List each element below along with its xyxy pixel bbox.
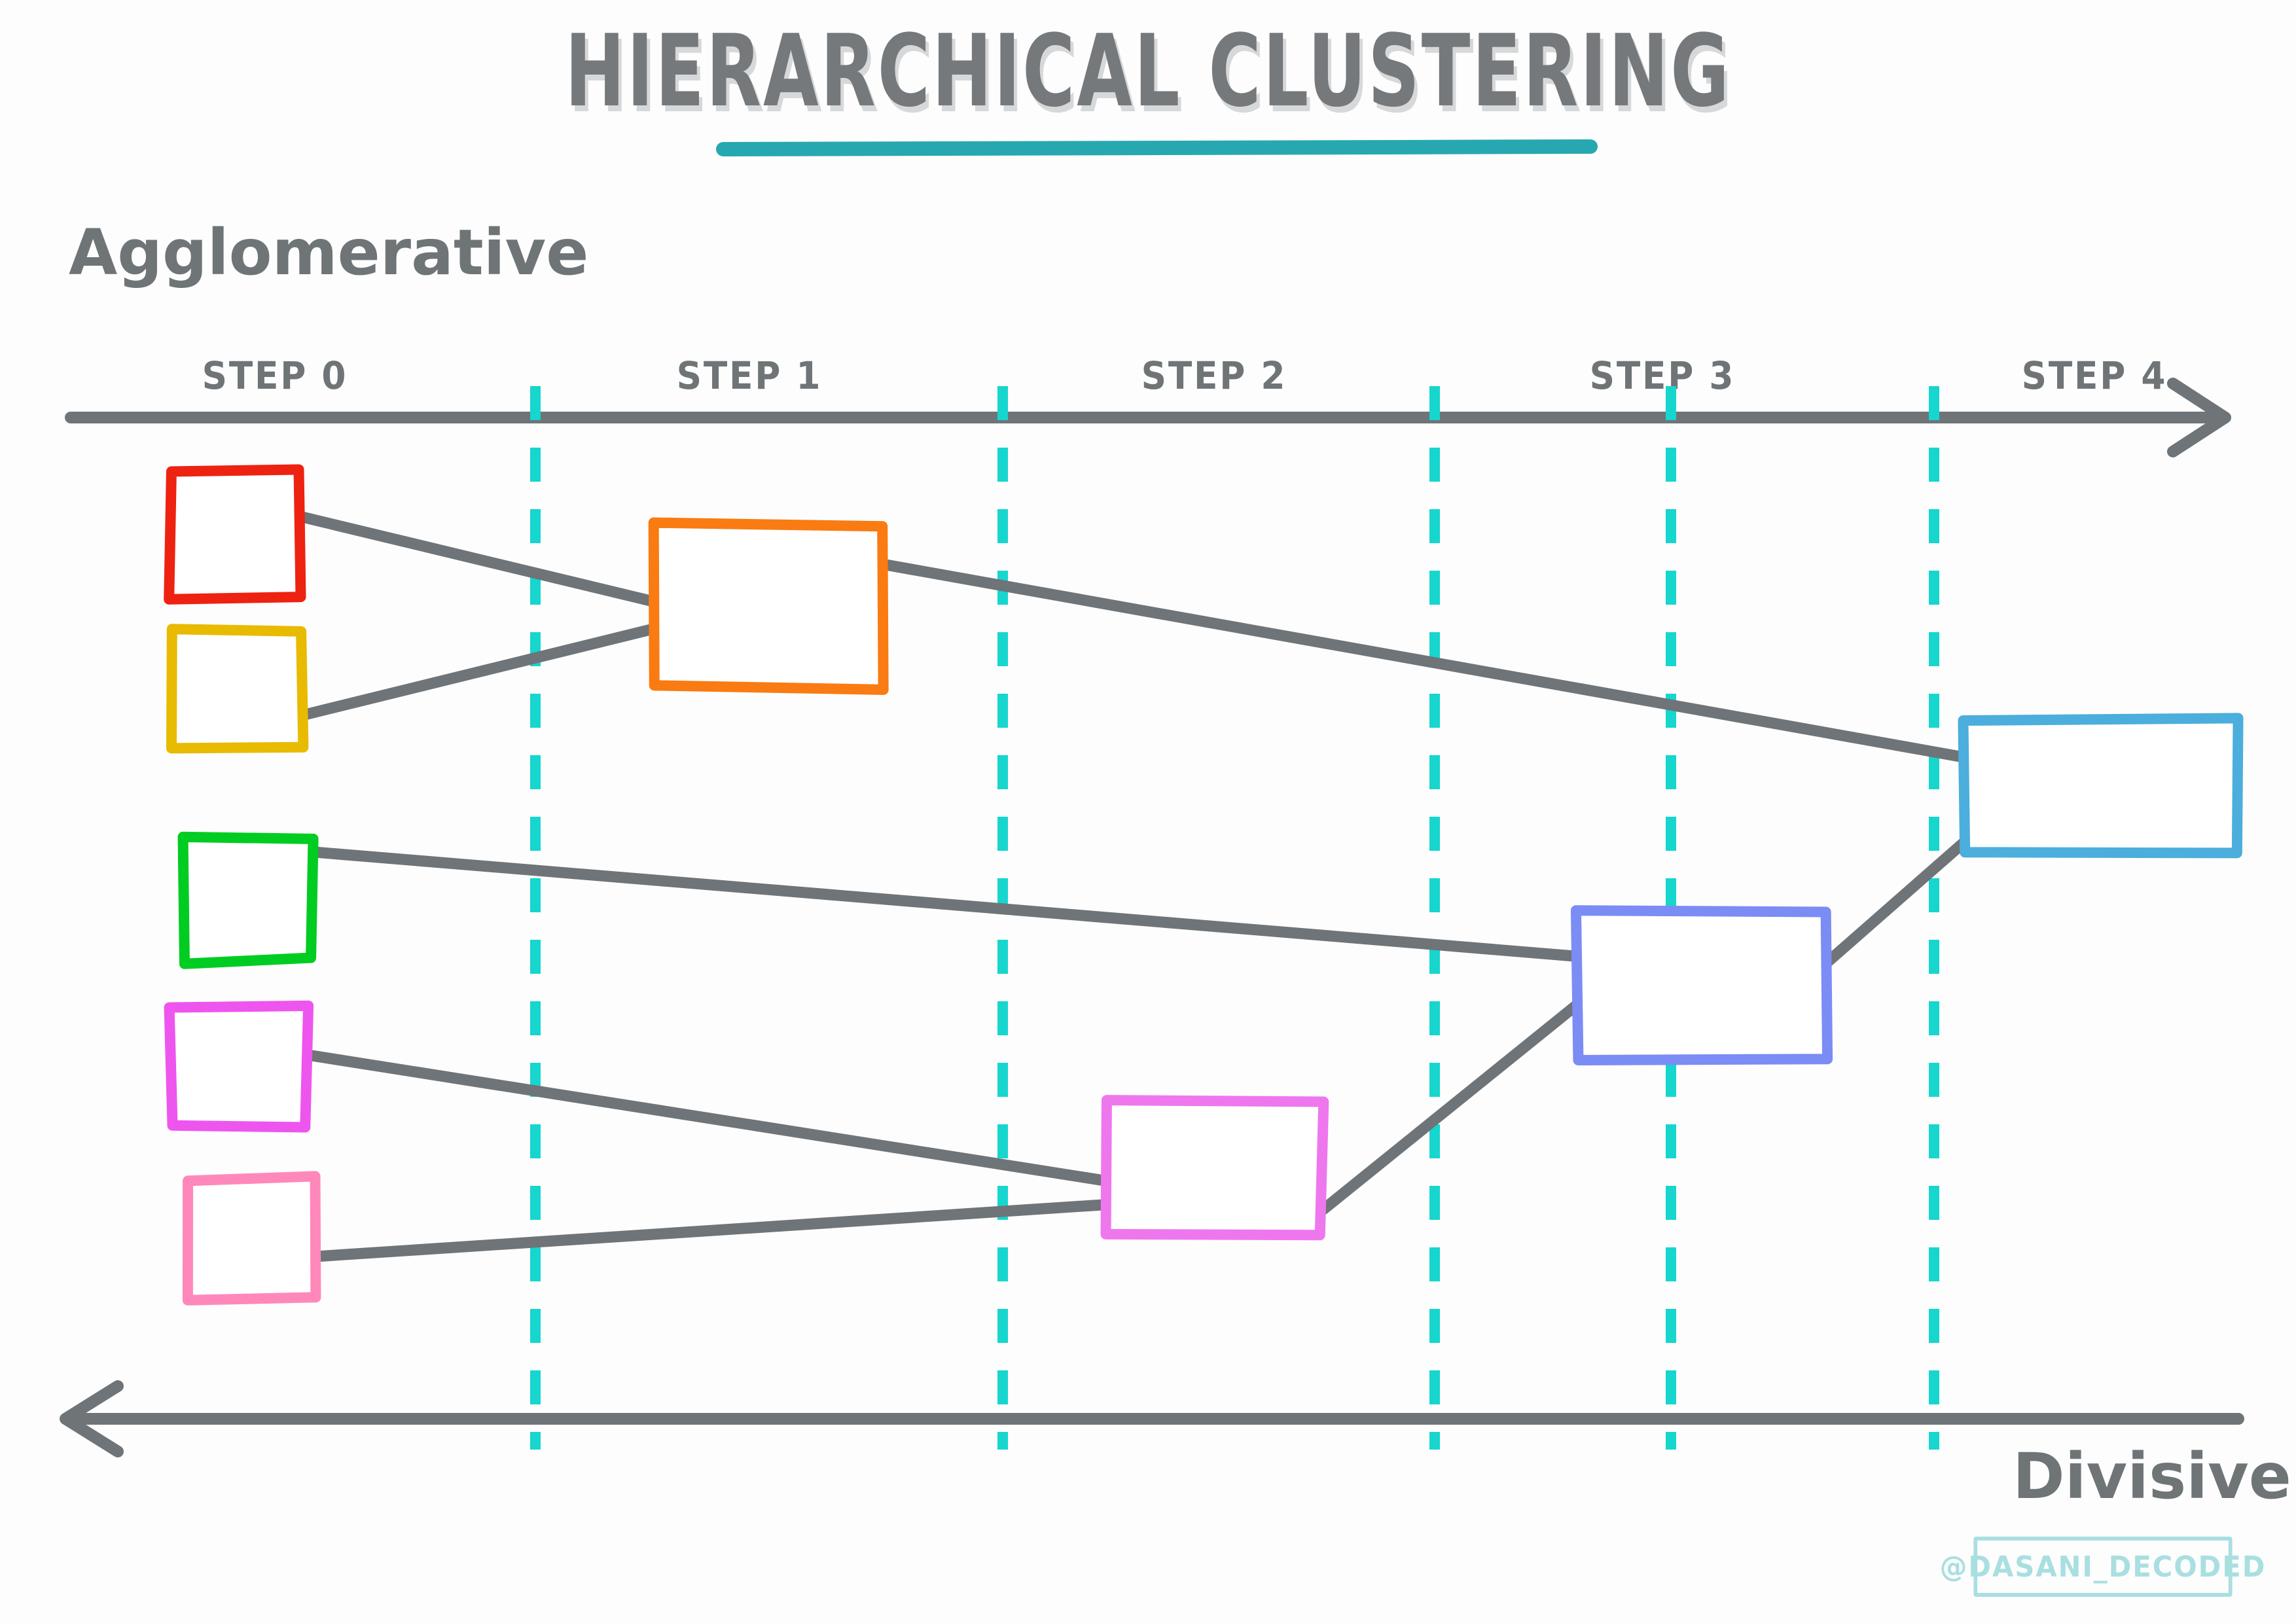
cluster-box-d[interactable] [164,1000,314,1133]
title-underline [716,139,1598,156]
cluster-box-a[interactable] [164,464,306,605]
link-e-to-de [310,1198,1119,1262]
step-dividers [530,386,1939,1450]
link-d-to-de [302,1049,1119,1188]
cluster-box-c[interactable] [177,831,319,969]
page-title: HIERARCHICAL CLUSTERING [565,13,1731,129]
step-label-2: STEP 2 [1141,353,1287,398]
step-label-1: STEP 1 [676,353,823,398]
link-a-to-ab [296,511,662,608]
link-b-to-ab [299,622,662,721]
cluster-box-ab[interactable] [648,517,889,695]
agglomerative-label: Agglomerative [69,216,589,289]
link-cde-to-abcde [1820,827,1981,969]
divisive-label: Divisive [2013,1440,2291,1513]
cluster-box-e[interactable] [182,1171,321,1306]
cluster-boxes [164,464,2244,1306]
cluster-box-b[interactable] [166,624,309,754]
timeline-axes [60,378,2244,1457]
cluster-box-cde[interactable] [1570,905,1833,1065]
link-ab-to-abcde [876,558,1988,766]
cluster-links [296,511,1988,1262]
step-label-3: STEP 3 [1589,353,1736,398]
link-c-to-cde [308,846,1588,963]
cluster-box-abcde[interactable] [1958,713,2244,859]
link-de-to-cde [1318,995,1587,1215]
cluster-box-de[interactable] [1100,1095,1329,1241]
step-label-4: STEP 4 [2021,353,2168,398]
watermark: @DASANI_DECODED [1940,1537,2265,1597]
step-label-0: STEP 0 [202,353,348,398]
